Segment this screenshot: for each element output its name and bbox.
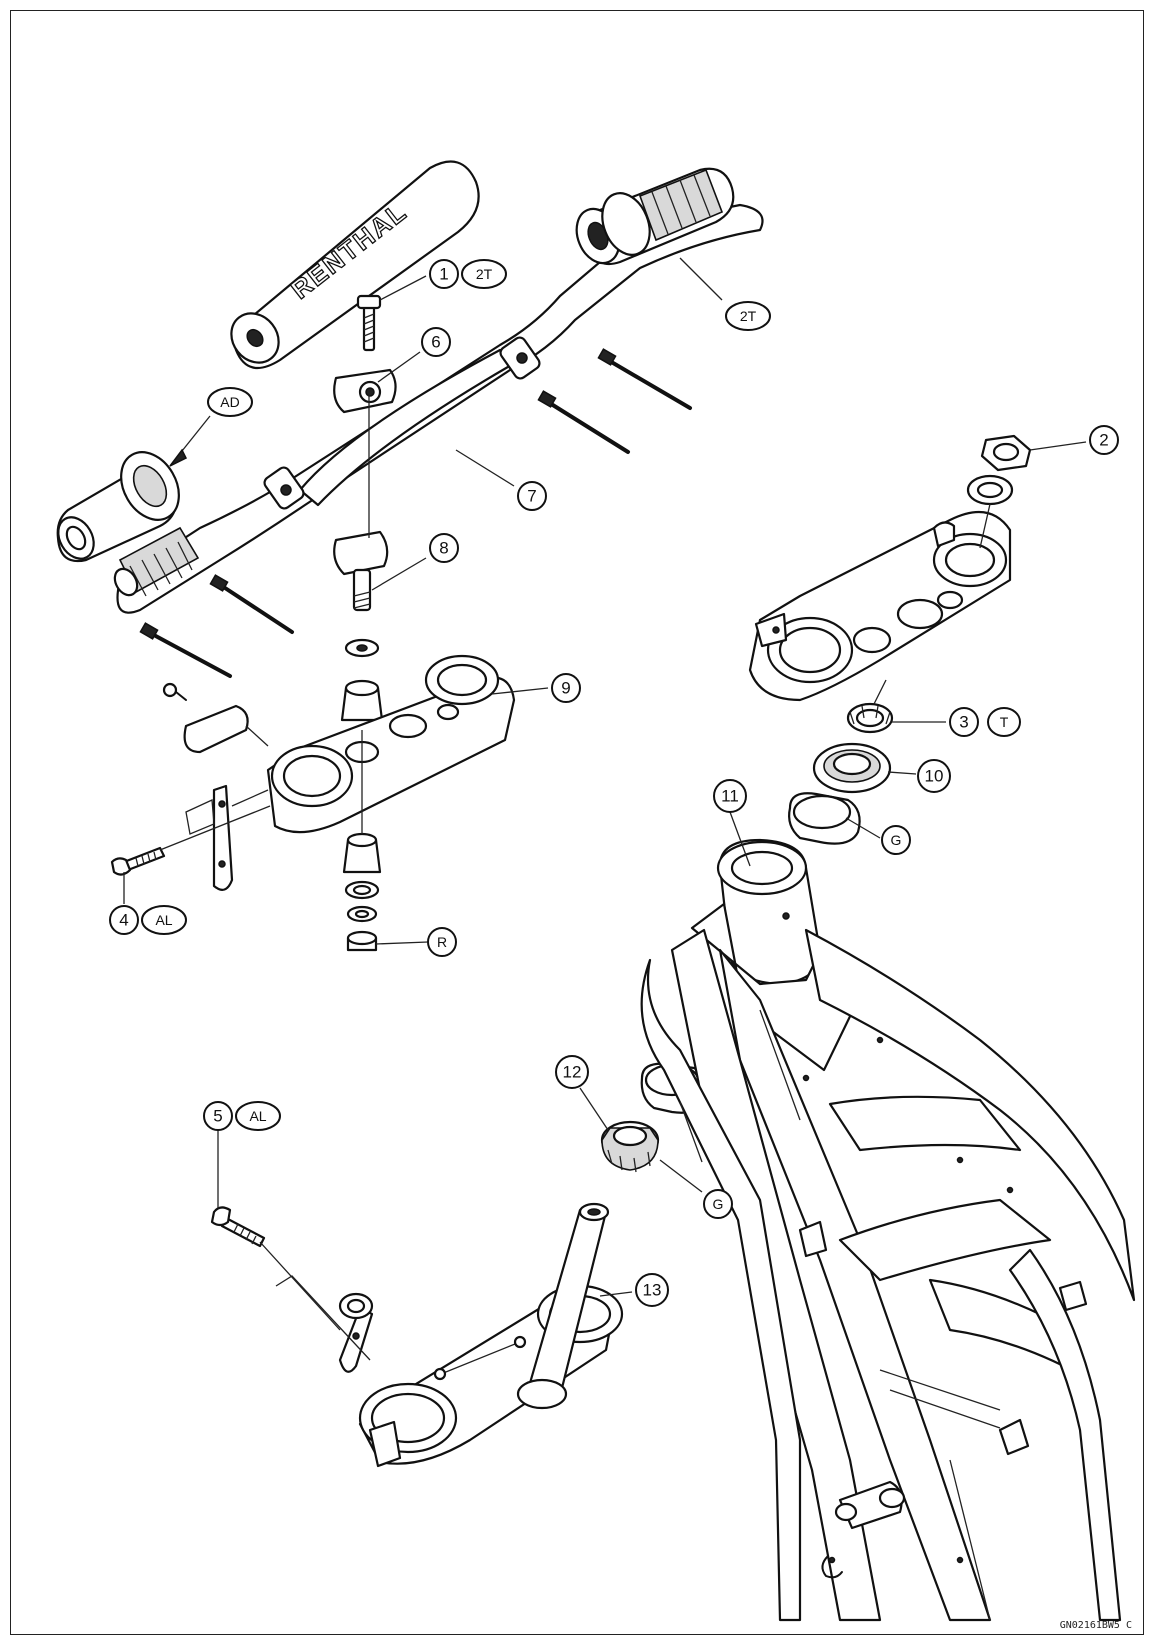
steering-stem xyxy=(358,1202,624,1468)
svg-text:2T: 2T xyxy=(740,308,757,324)
lower-bearing xyxy=(600,1120,660,1173)
callout-9: 9 xyxy=(551,673,581,703)
handlebar-clamp-bolt xyxy=(356,294,382,352)
lower-clamp-bracket xyxy=(338,1292,374,1373)
callout-5: 5 AL xyxy=(203,1101,281,1131)
upper-rubber-dampers xyxy=(340,638,384,722)
callout-r: R xyxy=(427,927,457,957)
callout-7: 7 xyxy=(517,481,547,511)
diagram-frame xyxy=(10,10,1144,1635)
callout-13: 13 xyxy=(635,1273,669,1307)
leader-lines xyxy=(123,257,1087,1297)
svg-text:G: G xyxy=(891,832,902,848)
callout-2t: 2T xyxy=(725,301,771,331)
handlebar-holder xyxy=(333,530,389,612)
svg-text:7: 7 xyxy=(527,487,536,506)
callout-12: 12 xyxy=(555,1055,589,1089)
svg-text:12: 12 xyxy=(563,1063,582,1082)
svg-text:4: 4 xyxy=(119,911,128,930)
callout-2: 2 xyxy=(1089,425,1119,455)
upper-clamp-right xyxy=(748,510,1012,702)
svg-text:9: 9 xyxy=(561,679,570,698)
svg-text:G: G xyxy=(713,1196,724,1212)
number-plate-bracket xyxy=(185,784,269,891)
svg-text:10: 10 xyxy=(925,767,944,786)
left-grip xyxy=(56,451,180,563)
callout-10: 10 xyxy=(917,759,951,793)
svg-text:2: 2 xyxy=(1099,431,1108,450)
callout-6: 6 xyxy=(421,327,451,357)
svg-text:AD: AD xyxy=(220,394,239,410)
clamp-bolt-4 xyxy=(110,805,271,876)
clamp-bolt-5 xyxy=(210,1206,371,1361)
svg-text:T: T xyxy=(1000,714,1009,730)
steering-stem-nut xyxy=(966,434,1032,549)
right-throttle-grip xyxy=(575,167,735,266)
svg-text:5: 5 xyxy=(213,1107,222,1126)
svg-text:13: 13 xyxy=(643,1281,662,1300)
motorcycle-frame xyxy=(640,838,1136,1622)
stem-locknut xyxy=(846,679,894,734)
lower-dampers-and-nut xyxy=(342,730,382,952)
svg-text:AL: AL xyxy=(249,1108,266,1124)
upper-outer-race xyxy=(788,792,861,845)
callout-4: 4 AL xyxy=(109,905,187,935)
svg-text:11: 11 xyxy=(721,787,739,806)
callout-ad: AD xyxy=(207,387,253,417)
callout-8: 8 xyxy=(429,533,459,563)
upper-bearing xyxy=(812,742,892,794)
callout-11: 11 xyxy=(713,779,747,813)
handlebar xyxy=(116,203,764,614)
svg-text:8: 8 xyxy=(439,539,448,558)
svg-text:3: 3 xyxy=(959,713,968,732)
svg-text:R: R xyxy=(437,934,447,950)
cable-ties xyxy=(139,348,692,678)
svg-text:6: 6 xyxy=(431,333,440,352)
svg-text:2T: 2T xyxy=(476,266,493,282)
callout-g-upper: G xyxy=(881,825,911,855)
upper-clamp-left xyxy=(162,654,516,834)
svg-text:1: 1 xyxy=(439,265,448,284)
callout-1: 1 2T xyxy=(429,259,507,289)
callout-3: 3 T xyxy=(949,707,1021,737)
left-bar-knurl xyxy=(113,526,200,597)
svg-text:AL: AL xyxy=(155,912,172,928)
reference-code: GN02161BW5 C xyxy=(1060,1620,1132,1631)
callout-g-lower: G xyxy=(703,1189,733,1219)
